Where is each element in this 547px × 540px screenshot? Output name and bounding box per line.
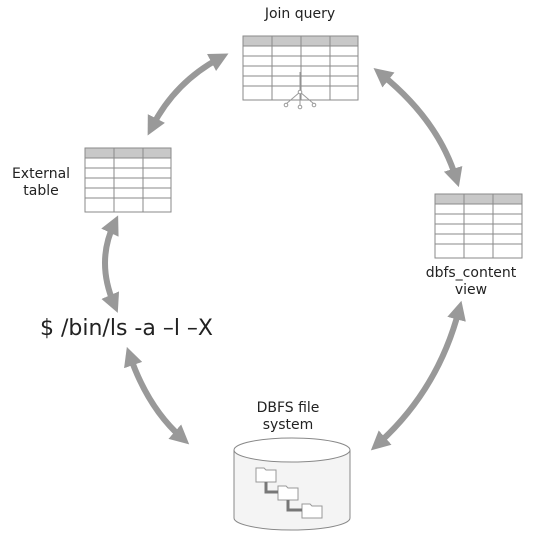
dbfs-content-view-label: dbfs_content view (425, 265, 517, 298)
arrow-external-command (101, 215, 120, 313)
folder-icon (255, 467, 277, 483)
arrow-dbfs-view-fs (370, 300, 466, 451)
join-query-label: Join query (264, 6, 336, 22)
dbfs-file-system-label: DBFS file system (256, 400, 320, 433)
arrow-command-dbfs-fs (124, 346, 190, 445)
folder-icon (277, 485, 299, 501)
arrow-join-dbfs-view (373, 67, 463, 188)
dbfs-content-view-table-icon (434, 193, 523, 259)
arrow-external-join (147, 53, 229, 136)
external-table-label: External table (11, 166, 71, 199)
join-query-table-icon (242, 35, 359, 110)
shell-command-text: $ /bin/ls -a –l –X (40, 316, 213, 341)
dbfs-cylinder-icon (233, 437, 351, 531)
external-table-icon (84, 147, 172, 213)
folder-icon (301, 503, 323, 519)
